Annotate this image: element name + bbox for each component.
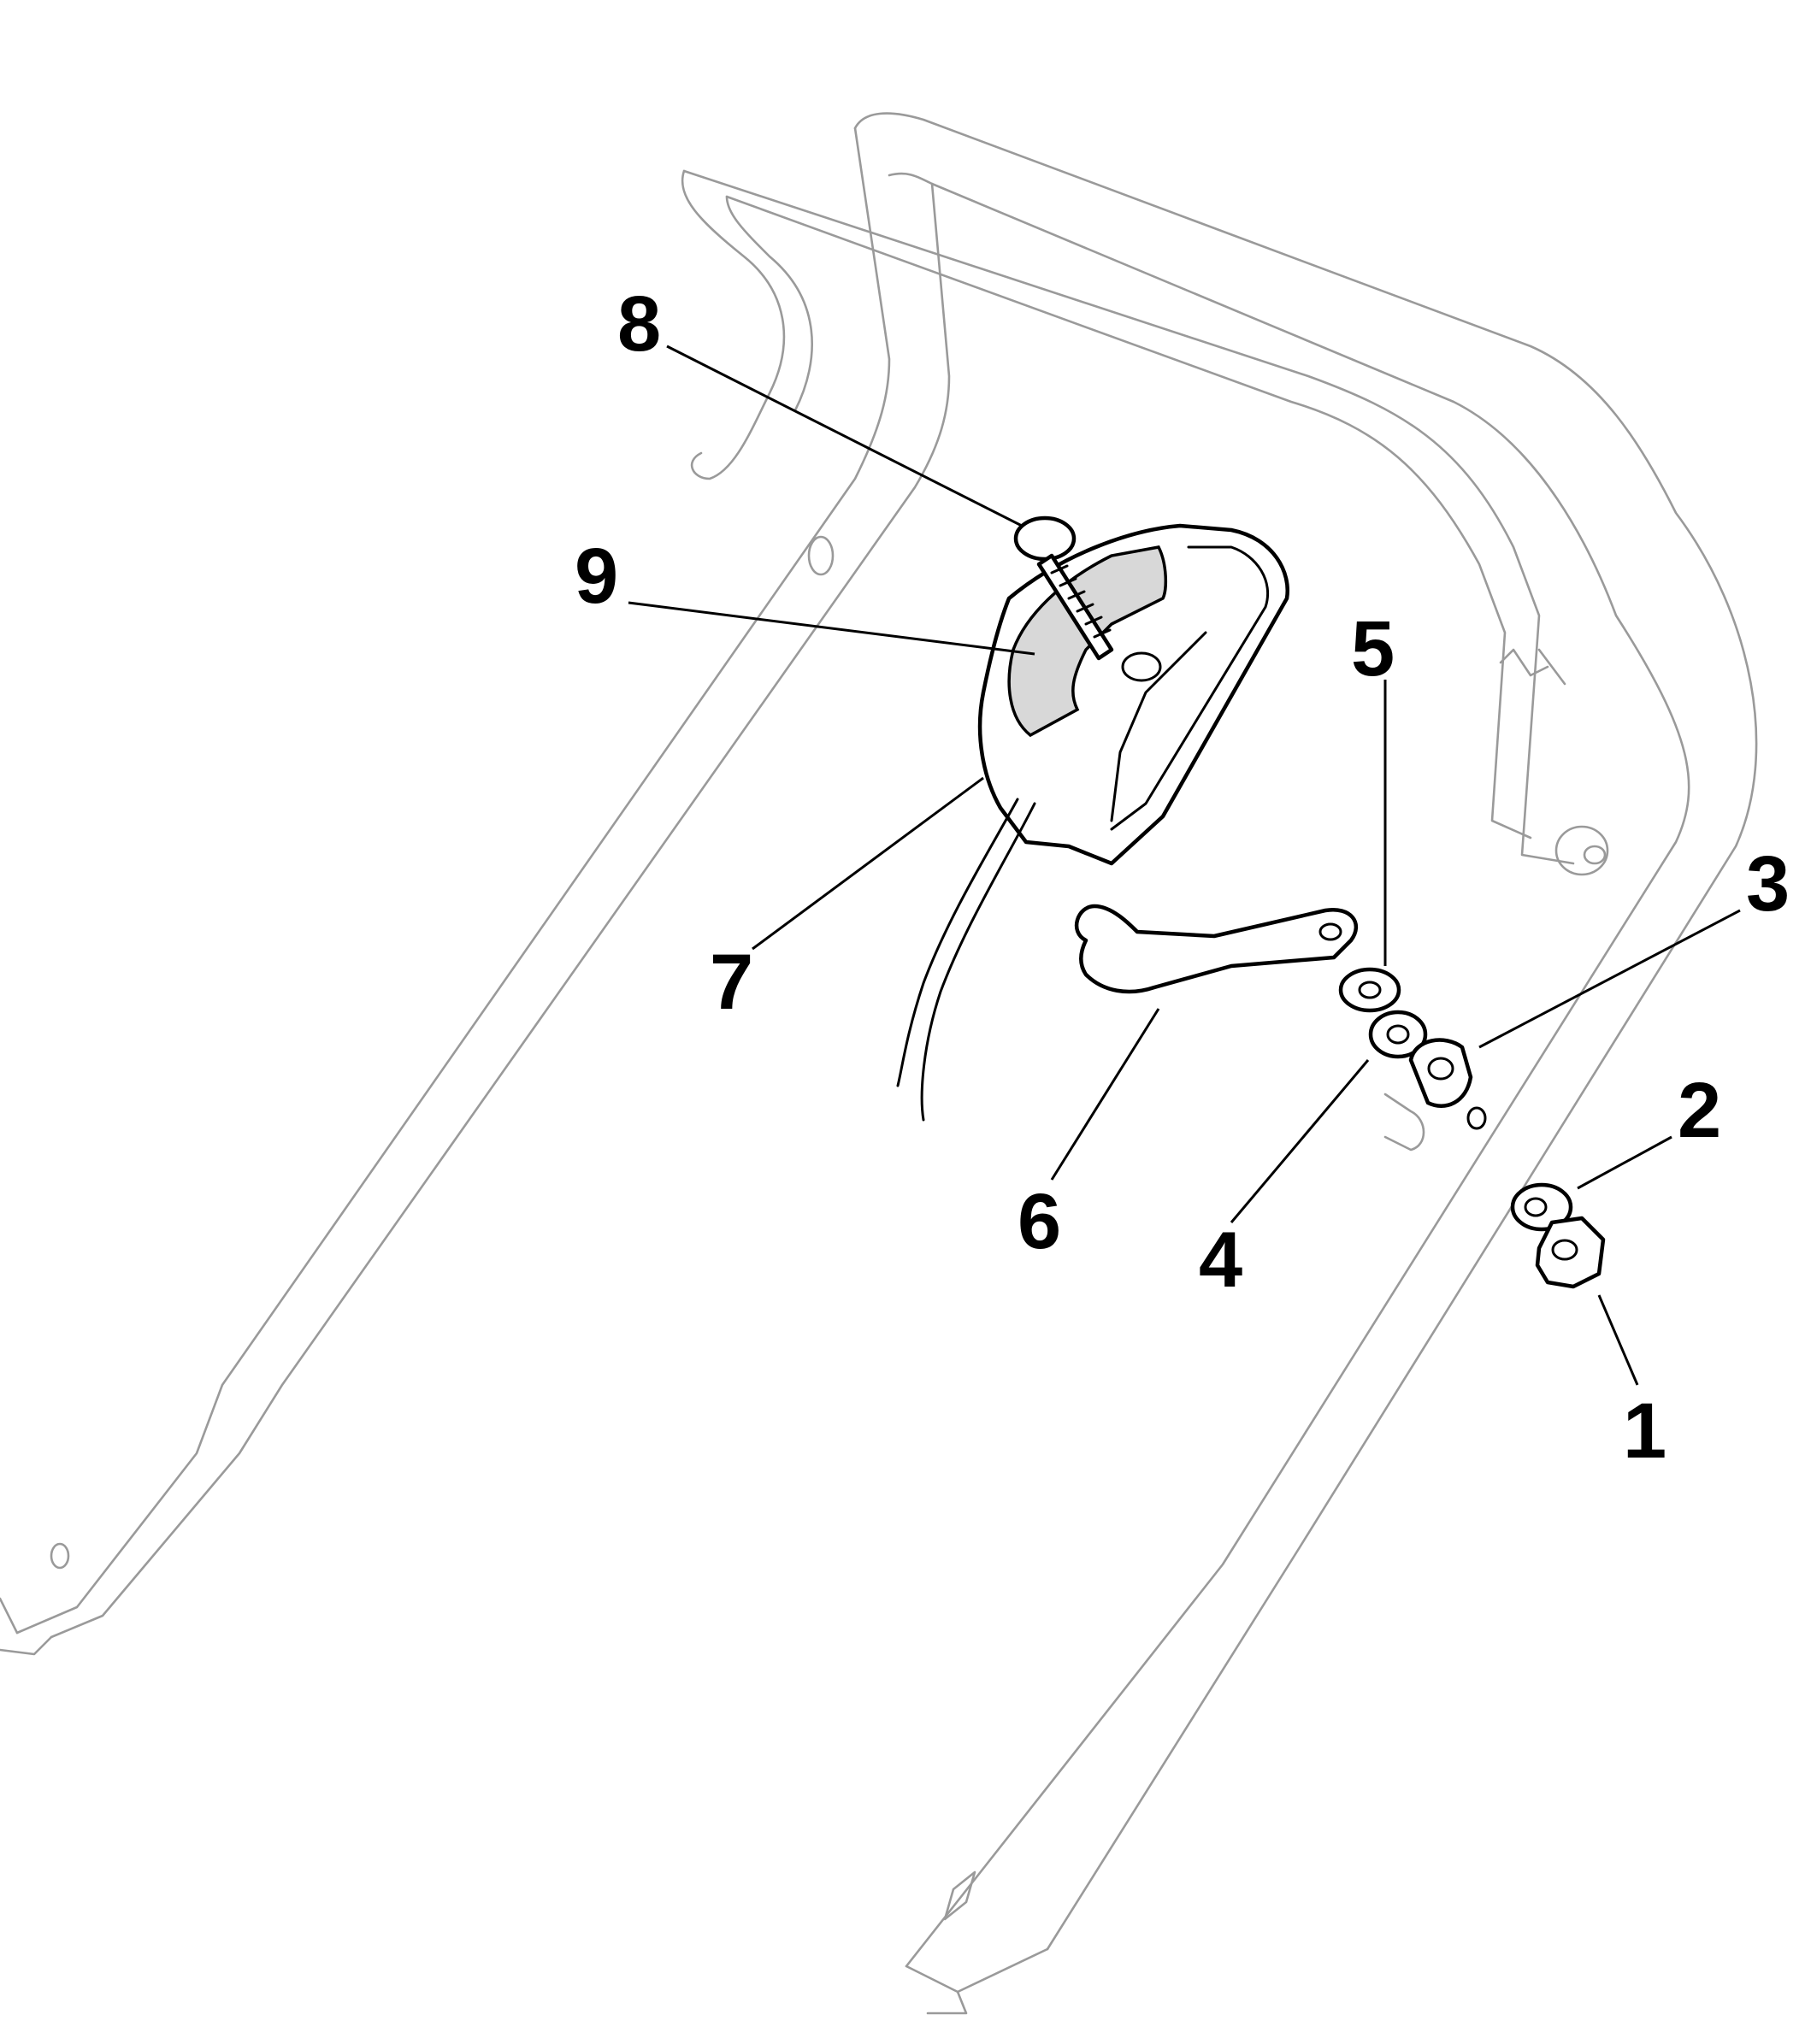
clip-detail-lower — [1383, 1093, 1425, 1152]
part-2-washer — [1510, 1182, 1573, 1232]
nut-hole — [1551, 1239, 1578, 1261]
callout-1: 1 — [1623, 1387, 1666, 1475]
housing-inner-edge — [1110, 631, 1207, 822]
leader-6 — [1050, 1008, 1160, 1181]
bail-bar-outer — [682, 169, 1575, 865]
callout-6: 6 — [1018, 1178, 1061, 1265]
handle-outer-left — [853, 112, 1758, 1951]
part-1-nut — [1535, 1216, 1606, 1289]
bail-bar-inner — [725, 195, 1532, 839]
bail-pivot-bushing-hole — [1583, 845, 1607, 865]
washer-5-inner — [1358, 981, 1382, 999]
washer-2-inner — [1524, 1197, 1548, 1217]
housing-rim — [1110, 545, 1270, 831]
bail-pivot-bushing — [1554, 825, 1609, 876]
spacer-body — [1408, 1038, 1473, 1108]
leader-7 — [752, 776, 984, 951]
screw-shank — [1036, 553, 1114, 661]
callout-3: 3 — [1746, 840, 1790, 928]
part-8-screw — [1013, 515, 1162, 682]
lever-hole — [1318, 922, 1342, 941]
handle-left-upright-a — [15, 127, 891, 1635]
leader-9 — [628, 601, 1035, 656]
frame-hole-left — [807, 535, 835, 576]
callouts: 8 9 5 3 7 2 6 4 1 — [575, 280, 1790, 1475]
leader-lines — [628, 345, 1741, 1386]
leader-3 — [1478, 909, 1741, 1049]
washer-2-outer — [1510, 1182, 1573, 1232]
callout-8: 8 — [617, 280, 661, 368]
leader-4 — [1230, 1059, 1370, 1223]
screw-head — [1013, 515, 1077, 562]
callout-2: 2 — [1678, 1067, 1721, 1154]
handle-foot-square — [943, 1870, 976, 1921]
bail-bar-left-hook-inner — [725, 195, 813, 412]
callout-7: 7 — [710, 939, 753, 1026]
screw-boss — [1121, 651, 1162, 682]
cable-inner — [896, 798, 1019, 1087]
part-5-washer — [1338, 967, 1401, 1013]
handle-inner-right — [888, 172, 1690, 1968]
part-3-spacer — [1408, 1038, 1487, 1130]
leader-2 — [1577, 1135, 1672, 1190]
callout-4: 4 — [1199, 1216, 1242, 1304]
leader-8 — [666, 345, 1023, 527]
washer-4-inner — [1386, 1024, 1410, 1045]
part-6-lever — [1075, 904, 1358, 994]
spacer-pin — [1466, 1106, 1487, 1130]
washer-4-outer — [1368, 1010, 1428, 1059]
callout-5: 5 — [1351, 605, 1395, 692]
screw-threads — [1050, 564, 1112, 639]
handle-frame — [0, 112, 1758, 2015]
nut-body — [1535, 1216, 1606, 1289]
handle-right-foot — [905, 1947, 1049, 2015]
part-4-washer — [1368, 1010, 1428, 1059]
spacer-hole — [1427, 1057, 1454, 1081]
washer-5-outer — [1338, 967, 1401, 1013]
leader-1 — [1597, 1294, 1639, 1386]
cable-outer — [920, 802, 1036, 1122]
bail-bar-left-hook — [681, 169, 786, 480]
clip-detail-right — [1499, 648, 1566, 686]
lever-body — [1075, 904, 1358, 994]
handle-left-foot — [0, 1597, 53, 1656]
frame-hole-foot — [50, 1542, 70, 1570]
handle-left-upright-b — [50, 182, 951, 1639]
callout-9: 9 — [575, 533, 618, 620]
